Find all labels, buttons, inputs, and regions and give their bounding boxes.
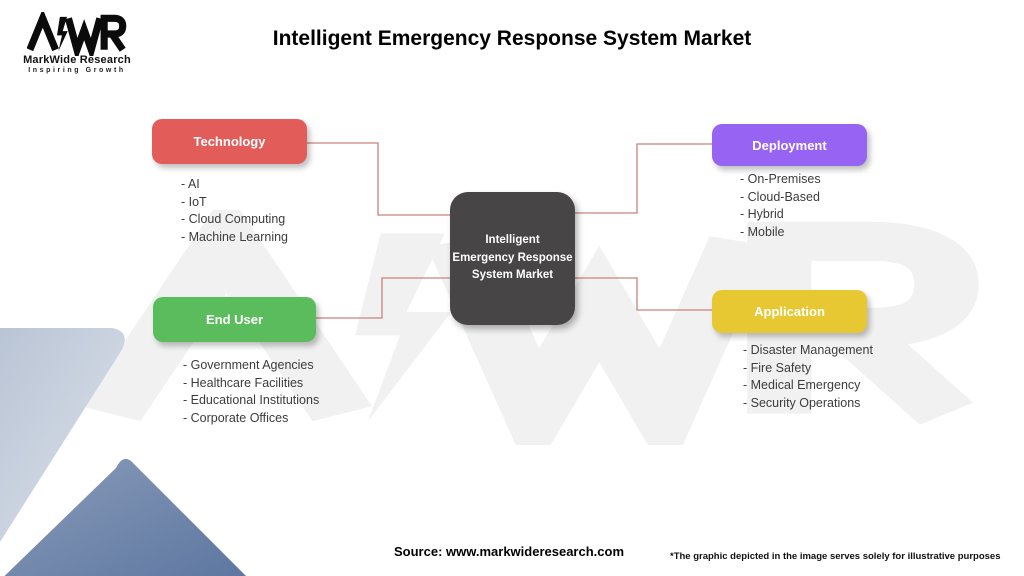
end-user-item-list: - Government Agencies - Healthcare Facil… — [183, 357, 319, 427]
connector-technology — [307, 142, 452, 216]
list-item: - Fire Safety — [743, 360, 812, 375]
branch-box-deployment: Deployment — [712, 124, 867, 166]
mwr-watermark — [85, 210, 979, 445]
technology-item-list: - AI - IoT - Cloud Computing - Machine L… — [181, 176, 288, 246]
list-item: - Hybrid — [740, 207, 784, 222]
center-node: Intelligent Emergency Response System Ma… — [450, 192, 575, 325]
list-item: - Government Agencies — [183, 358, 314, 372]
connector-enduser — [316, 277, 452, 319]
list-item: - Medical Emergency — [743, 378, 861, 393]
center-node-line: System Market — [471, 269, 554, 282]
logo-tagline: Inspiring Growth — [28, 67, 126, 74]
markwide-logo: MarkWide Research Inspiring Growth — [22, 12, 132, 74]
list-item: - Cloud Computing — [181, 212, 286, 227]
list-item: - AI — [181, 177, 200, 191]
branch-label-application: Application — [754, 304, 825, 319]
source-attribution: Source: www.markwideresearch.com — [394, 544, 625, 559]
center-node-line: Intelligent — [485, 233, 540, 246]
light-diamond — [0, 328, 125, 542]
list-item: - On-Premises — [740, 172, 821, 186]
branch-label-end-user: End User — [205, 312, 264, 327]
corner-decoration — [0, 328, 246, 576]
list-item: - Disaster Management — [743, 343, 873, 357]
branch-label-technology: Technology — [193, 134, 266, 149]
list-item: - Cloud-Based — [740, 189, 820, 204]
branch-box-application: Application — [712, 290, 867, 333]
mwr-monogram-icon — [27, 12, 127, 56]
branch-box-technology: Technology — [152, 119, 307, 164]
branch-box-end-user: End User — [153, 297, 316, 342]
page-title: Intelligent Emergency Response System Ma… — [272, 27, 752, 50]
application-item-list: - Disaster Management - Fire Safety - Me… — [743, 342, 873, 412]
connector-application — [572, 277, 712, 311]
dark-diamond — [4, 458, 246, 576]
center-node-line: Emergency Response — [452, 251, 573, 264]
disclaimer-note: *The graphic depicted in the image serve… — [670, 551, 1001, 562]
list-item: - Machine Learning — [181, 229, 289, 244]
list-item: - Healthcare Facilities — [183, 375, 304, 390]
logo-name: MarkWide Research — [23, 54, 131, 66]
list-item: - Security Operations — [743, 395, 861, 410]
connector-deployment — [572, 143, 712, 214]
list-item: - Corporate Offices — [183, 410, 289, 425]
list-item: - Mobile — [740, 224, 785, 239]
list-item: - IoT — [181, 194, 207, 209]
list-item: - Educational Institutions — [183, 393, 320, 408]
branch-label-deployment: Deployment — [752, 137, 827, 153]
deployment-item-list: - On-Premises - Cloud-Based - Hybrid - M… — [740, 171, 821, 241]
